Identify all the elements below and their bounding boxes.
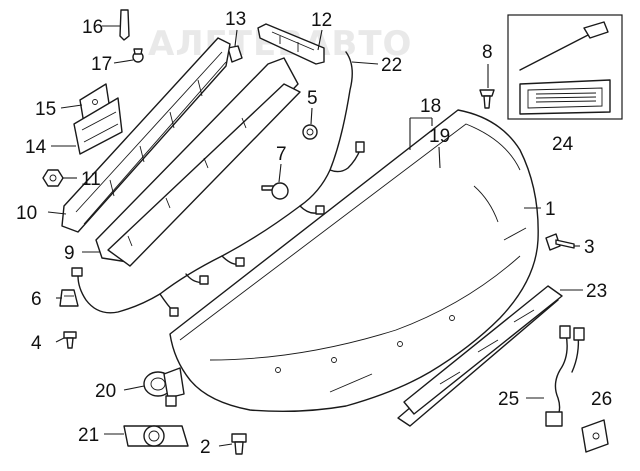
- callout-13: 13: [225, 9, 246, 30]
- callout-7: 7: [276, 144, 287, 165]
- part-10-energy-absorber: [61, 37, 231, 233]
- part-23-lower-valance: [397, 285, 563, 427]
- part-13-retainer: [227, 45, 243, 63]
- callout-25: 25: [498, 389, 519, 410]
- callout-9: 9: [64, 243, 75, 264]
- callout-17: 17: [91, 54, 112, 75]
- callout-14: 14: [25, 137, 47, 158]
- part-16-bracket: [119, 9, 130, 41]
- part-1-bumper-cover: [169, 109, 539, 413]
- callout-26: 26: [591, 389, 612, 410]
- part-8-push-pin: [479, 89, 495, 109]
- part-22-wiring-harness: [71, 51, 365, 317]
- callout-23: 23: [586, 281, 607, 302]
- part-17-clip: [132, 48, 144, 63]
- callout-20: 20: [95, 381, 116, 402]
- part-14-absorber-bracket: [73, 97, 123, 155]
- part-11-nut: [42, 169, 64, 187]
- callout-1: 1: [545, 199, 556, 220]
- callout-12: 12: [311, 10, 332, 31]
- callout-15: 15: [35, 99, 56, 120]
- callout-5: 5: [307, 88, 318, 109]
- part-24-inset: [507, 14, 623, 120]
- part-21-sensor-holder: [123, 425, 189, 447]
- part-6-retainer: [59, 289, 79, 307]
- part-20-parking-sensor: [143, 367, 185, 407]
- callout-18: 18: [420, 96, 441, 117]
- callout-6: 6: [31, 289, 42, 310]
- part-3-bolt: [545, 233, 575, 251]
- callout-24: 24: [552, 134, 574, 155]
- part-25-harness: [545, 325, 585, 427]
- part-12-bracket: [257, 23, 325, 65]
- callout-10: 10: [16, 203, 37, 224]
- callout-11: 11: [81, 169, 101, 190]
- part-26-bracket: [581, 419, 609, 453]
- part-7-grommet: [261, 182, 289, 200]
- callout-4: 4: [31, 333, 42, 354]
- callout-2: 2: [200, 437, 211, 458]
- part-5-clip: [302, 124, 318, 140]
- callout-3: 3: [584, 237, 595, 258]
- part-4-screw: [63, 331, 77, 349]
- callout-21: 21: [78, 425, 99, 446]
- part-9-reinforcement-beam: [95, 57, 301, 267]
- callout-8: 8: [482, 42, 493, 63]
- part-2-screw: [231, 433, 247, 455]
- callout-lines: [47, 25, 583, 447]
- callout-19: 19: [429, 126, 450, 147]
- callout-16: 16: [82, 17, 103, 38]
- callout-22: 22: [381, 55, 402, 76]
